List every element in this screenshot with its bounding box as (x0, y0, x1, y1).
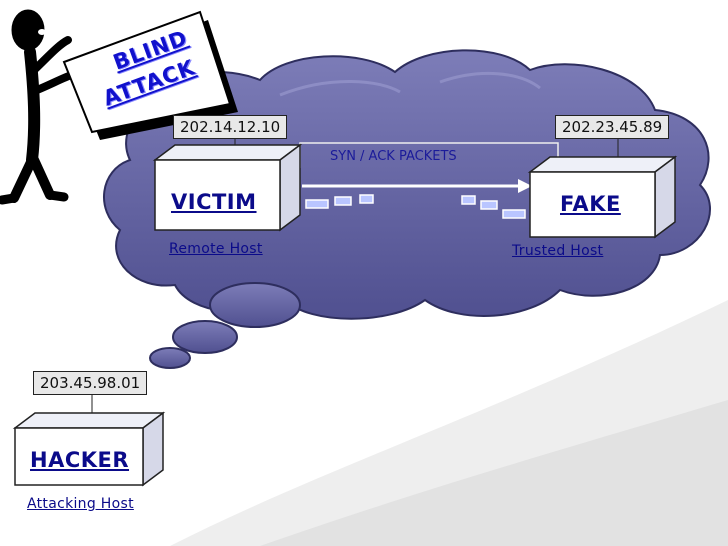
flow-arrow (302, 179, 532, 193)
fake-box (527, 155, 678, 239)
packets (305, 194, 526, 219)
victim-label: VICTIM (171, 190, 257, 214)
cloud-highlights (279, 72, 541, 97)
stick-figure-icon (0, 9, 78, 205)
hacker-box (12, 411, 166, 487)
victim-ip-label: 202.14.12.10 (173, 115, 288, 139)
fake-label: FAKE (560, 192, 621, 216)
sign-board (62, 10, 238, 140)
victim-role-label: Remote Host (169, 241, 263, 257)
hacker-ip-label: 203.45.98.01 (33, 371, 148, 395)
fake-ip-label: 202.23.45.89 (555, 115, 670, 139)
hacker-label: HACKER (30, 448, 130, 472)
background-swoosh-2 (260, 400, 728, 546)
fake-role-label: Trusted Host (512, 243, 604, 259)
hacker-role-label: Attacking Host (27, 496, 134, 512)
victim-box (152, 143, 303, 232)
flow-label: SYN / ACK PACKETS (330, 149, 457, 164)
